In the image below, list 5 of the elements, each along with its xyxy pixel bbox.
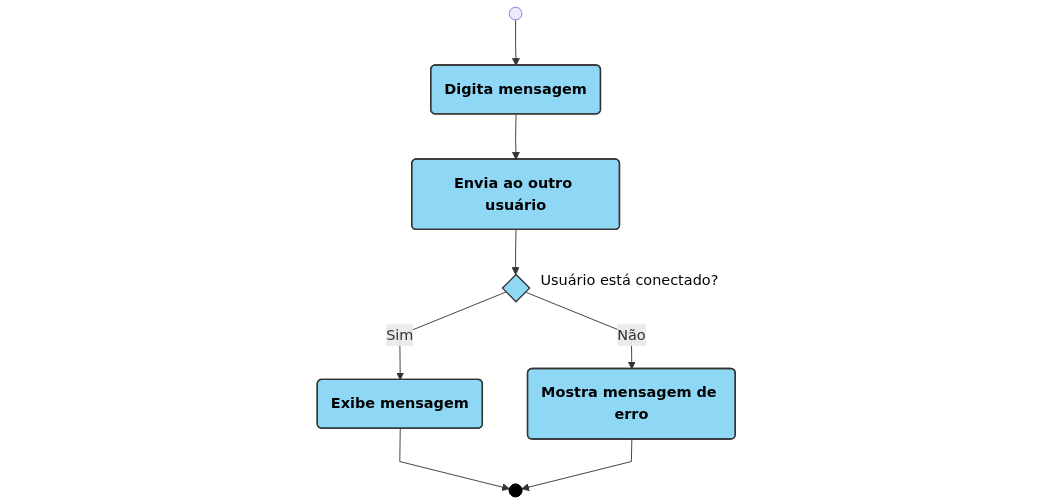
node-diamond <box>501 273 531 303</box>
edge-label: Não <box>616 326 646 344</box>
decision-label: Usuário está conectado? <box>540 271 719 288</box>
node-circle <box>508 6 523 21</box>
edge-label: Sim <box>385 326 414 344</box>
